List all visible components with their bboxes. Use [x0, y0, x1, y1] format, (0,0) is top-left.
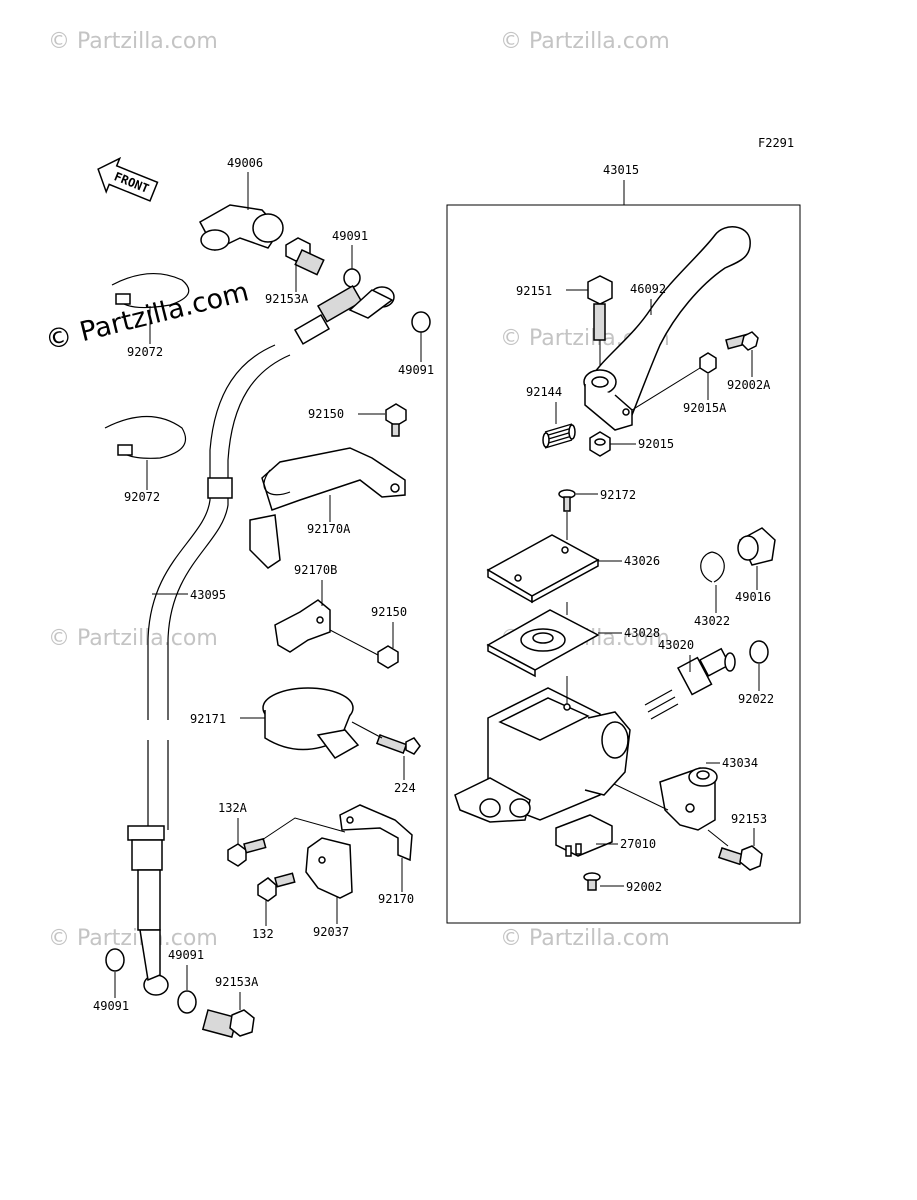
figure-code: F2291 [758, 136, 794, 150]
band-clamp-mid [104, 415, 187, 459]
label-92153: 92153 [731, 812, 767, 826]
label-132: 132 [252, 927, 274, 941]
diaphragm-43028 [486, 609, 600, 678]
banjo-bolt-bottom [201, 1009, 255, 1039]
label-43095: 43095 [190, 588, 226, 602]
master-cylinder-body [454, 687, 631, 823]
washer-92022 [749, 640, 769, 664]
label-92153A-top: 92153A [265, 292, 309, 306]
bolt-92002A [725, 331, 759, 351]
watermark-4: © Partzilla.com [48, 626, 218, 651]
front-arrow-icon: FRONT [97, 156, 159, 202]
clamp-holder-43034 [659, 767, 718, 831]
label-43026: 43026 [624, 554, 660, 568]
label-92022: 92022 [738, 692, 774, 706]
label-43020: 43020 [658, 638, 694, 652]
watermark-2: © Partzilla.com [500, 29, 670, 54]
banjo-bolt-top [285, 237, 325, 276]
label-92037: 92037 [313, 925, 349, 939]
label-92002A: 92002A [727, 378, 771, 392]
label-43028: 43028 [624, 626, 660, 640]
watermark-6: © Partzilla.com [48, 926, 218, 951]
label-92072-top: 92072 [127, 345, 163, 359]
label-92172: 92172 [600, 488, 636, 502]
label-224: 224 [394, 781, 416, 795]
label-92144: 92144 [526, 385, 562, 399]
spring-92144 [542, 423, 576, 449]
brake-hose-43095 [127, 344, 291, 996]
label-49091-top: 49091 [332, 229, 368, 243]
leader-132A-ext [261, 817, 346, 841]
bolt-132A [227, 837, 267, 867]
label-46092: 46092 [630, 282, 666, 296]
piston-43020 [644, 647, 736, 720]
bolt-132 [257, 872, 296, 902]
label-92151: 92151 [516, 284, 552, 298]
washer-49091-bm [177, 990, 197, 1014]
label-132A: 132A [218, 801, 248, 815]
label-92015: 92015 [638, 437, 674, 451]
label-92153A-bot: 92153A [215, 975, 259, 989]
nut-92015 [589, 431, 611, 457]
band-clamp-top [111, 272, 190, 309]
leader-body-clamp [613, 783, 669, 811]
watermark-1: © Partzilla.com [48, 29, 218, 54]
label-92171: 92171 [190, 712, 226, 726]
watermark-7: © Partzilla.com [500, 926, 670, 951]
lever-46092 [583, 226, 751, 431]
label-92072-mid: 92072 [124, 490, 160, 504]
bracket-92170 [339, 804, 413, 862]
boot-49016 [737, 527, 776, 566]
screw-92172 [558, 489, 576, 512]
bracket-92170B [274, 599, 331, 653]
switch-27010 [555, 814, 613, 857]
bracket-92170A [249, 447, 406, 569]
label-92015A: 92015A [683, 401, 727, 415]
label-49006: 49006 [227, 156, 263, 170]
hose-upper-fitting [293, 284, 395, 345]
label-92150-top: 92150 [308, 407, 344, 421]
cover-43026 [486, 534, 600, 604]
nut-92015A [631, 352, 717, 411]
label-49091-bm: 49091 [168, 948, 204, 962]
label-49091-bl: 49091 [93, 999, 129, 1013]
label-49091-right: 49091 [398, 363, 434, 377]
circlip-43022 [700, 551, 725, 583]
clamp-92037 [305, 837, 353, 899]
label-92002: 92002 [626, 880, 662, 894]
label-49016: 49016 [735, 590, 771, 604]
label-92170A: 92170A [307, 522, 351, 536]
clamp-92171 [262, 687, 360, 759]
screw-92002 [583, 872, 601, 891]
cap-part-49006 [198, 204, 284, 251]
bolt-224 [351, 721, 421, 755]
washer-49091-top [343, 268, 361, 288]
washer-49091-bl [105, 948, 125, 972]
bolt-92153 [707, 829, 763, 871]
bolt-92150-top [385, 403, 407, 437]
bolt-92150-mid [329, 629, 399, 669]
label-43034: 43034 [722, 756, 758, 770]
label-27010: 27010 [620, 837, 656, 851]
label-92150-mid: 92150 [371, 605, 407, 619]
label-92170B: 92170B [294, 563, 337, 577]
bolt-92151 [587, 275, 613, 341]
label-92170: 92170 [378, 892, 414, 906]
label-43022: 43022 [694, 614, 730, 628]
washer-49091-right [411, 311, 431, 333]
label-43015: 43015 [603, 163, 639, 177]
